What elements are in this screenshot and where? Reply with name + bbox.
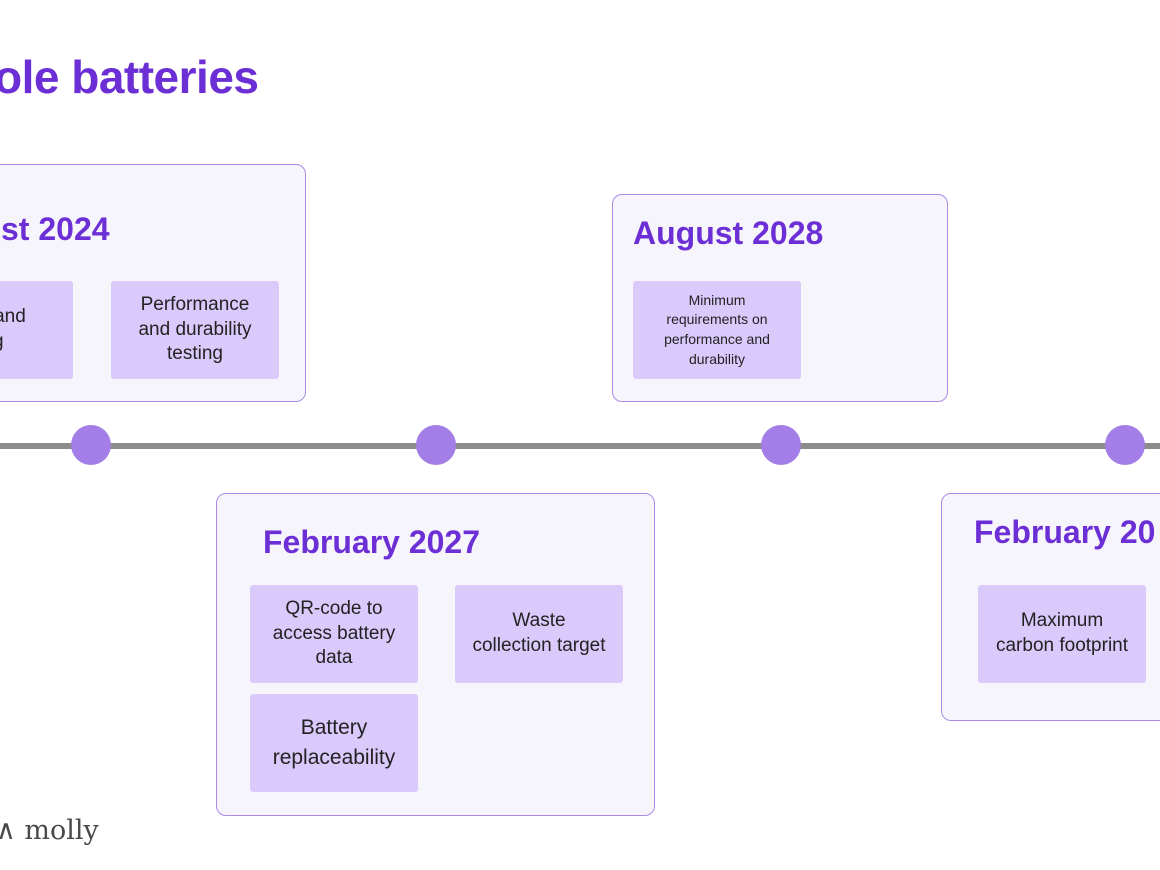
- timeline-dot: [761, 425, 801, 465]
- requirement-chip: QR-code to access battery data: [250, 585, 418, 683]
- timeline-dot: [71, 425, 111, 465]
- molly-logo: ∧ molly: [0, 815, 99, 846]
- timeline-line: [0, 443, 1160, 449]
- milestone-card-2: February 2027 QR-code to access battery …: [216, 493, 655, 816]
- requirement-label: QR-code to access battery data: [272, 597, 396, 669]
- requirement-chip: Battery replaceability: [250, 694, 418, 792]
- requirement-label: Performance and durability testing: [138, 293, 252, 365]
- page-title: ole batteries: [0, 51, 259, 103]
- milestone-date: February 20: [974, 514, 1156, 550]
- requirement-chip: g and ing: [0, 281, 73, 379]
- requirement-chip: Minimum requirements on performance and …: [633, 281, 801, 379]
- milestone-card-3: August 2028 Minimum requirements on perf…: [612, 194, 948, 402]
- milestone-card-4: February 20 Maximum carbon footprint: [941, 493, 1160, 721]
- timeline-dot: [1105, 425, 1145, 465]
- requirement-label: Maximum carbon footprint: [995, 610, 1129, 656]
- milestone-date: st 2024: [1, 211, 110, 247]
- requirement-chip: Performance and durability testing: [111, 281, 279, 379]
- requirement-label: Minimum requirements on performance and …: [664, 291, 770, 367]
- requirement-chip: Waste collection target: [455, 585, 623, 683]
- requirement-label: Battery replaceability: [272, 715, 396, 769]
- requirement-label: g and ing: [0, 306, 26, 352]
- milestone-date: August 2028: [633, 215, 824, 251]
- requirement-label: Waste collection target: [472, 610, 606, 656]
- milestone-card-1: st 2024 g and ing Performance and durabi…: [0, 164, 306, 402]
- milestone-date: February 2027: [263, 524, 481, 560]
- requirement-chip: Maximum carbon footprint: [978, 585, 1146, 683]
- timeline-dot: [416, 425, 456, 465]
